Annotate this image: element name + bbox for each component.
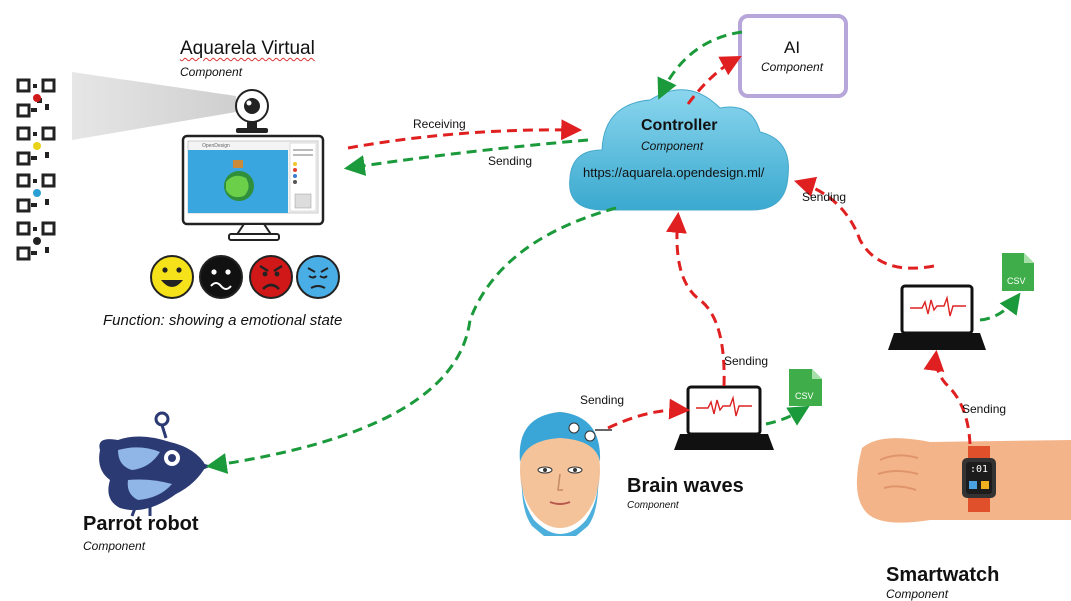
qr-code-icon-2	[16, 126, 56, 166]
brain-csv-label: CSV	[795, 391, 814, 401]
aquarela-title-text: Aquarela Virtual	[180, 38, 315, 59]
qr-code-icon-4	[16, 221, 56, 261]
edge-label-receiving: Receiving	[413, 117, 466, 131]
qr-code-icon-3	[16, 173, 56, 213]
parrot-component-label: Component	[83, 539, 146, 553]
angry-face-icon	[249, 255, 293, 299]
edge-label-sending-aquarela: Sending	[488, 154, 533, 168]
csv-file-brain-icon	[789, 369, 822, 406]
laptop-brain-icon	[674, 385, 774, 450]
edge-head-laptop	[607, 398, 691, 430]
sad-face-icon	[199, 255, 243, 299]
edge-sending-aquarela	[343, 138, 589, 176]
webcam-icon	[235, 89, 269, 133]
edge-label-sending-brain-laptop: Sending	[724, 354, 769, 368]
edge-brain-csv	[765, 405, 810, 426]
brain-title: Brain waves	[627, 475, 744, 497]
edge-label-sending-smart-laptop: Sending	[802, 190, 847, 204]
webcam-beam	[72, 72, 236, 140]
aquarela-title: Aquarela Virtual	[180, 38, 315, 60]
controller-title: Controller	[641, 117, 718, 134]
edge-brain-cloud	[665, 211, 726, 387]
edge-smart-csv	[979, 292, 1021, 322]
controller-url: https://aquarela.opendesign.ml/	[583, 165, 765, 180]
worried-face-icon	[296, 255, 340, 299]
laptop-smartwatch-icon	[888, 284, 986, 350]
smartwatch-csv-label: CSV	[1007, 276, 1026, 286]
cloud-icon	[569, 89, 789, 211]
edge-cloud-ai	[686, 56, 742, 105]
aquarela-function-text: Function: showing a emotional state	[103, 312, 343, 329]
edge-label-sending-brain-head: Sending	[580, 393, 625, 407]
ai-component-label: Component	[761, 60, 824, 74]
eeg-head-icon	[519, 412, 612, 536]
parrot-robot-icon	[99, 411, 212, 517]
edge-watch-laptop	[923, 349, 972, 445]
edge-cloud-parrot	[205, 206, 617, 474]
edge-receiving	[347, 119, 583, 150]
screen-brand-text: OpenDesign	[202, 143, 230, 149]
smartwatch-arm-icon	[856, 438, 1071, 523]
edge-label-sending-watch: Sending	[962, 402, 1007, 416]
smartwatch-title: Smartwatch	[886, 564, 1000, 586]
aquarela-component-label: Component	[180, 65, 243, 79]
ai-box	[738, 14, 848, 98]
brain-component-label: Component	[627, 500, 679, 511]
ai-title: AI	[784, 38, 801, 57]
edge-smartlaptop-cloud	[793, 176, 935, 270]
qr-code-icon-1	[16, 78, 56, 118]
parrot-title: Parrot robot	[83, 513, 199, 535]
monitor-icon	[181, 134, 325, 241]
smartwatch-component-label: Component	[886, 587, 949, 601]
watch-display-text: :01	[970, 464, 989, 475]
csv-file-smartwatch-icon	[1002, 253, 1034, 291]
edge-ai-cloud	[657, 30, 743, 100]
controller-component-label: Component	[641, 139, 704, 153]
happy-face-icon	[150, 255, 194, 299]
